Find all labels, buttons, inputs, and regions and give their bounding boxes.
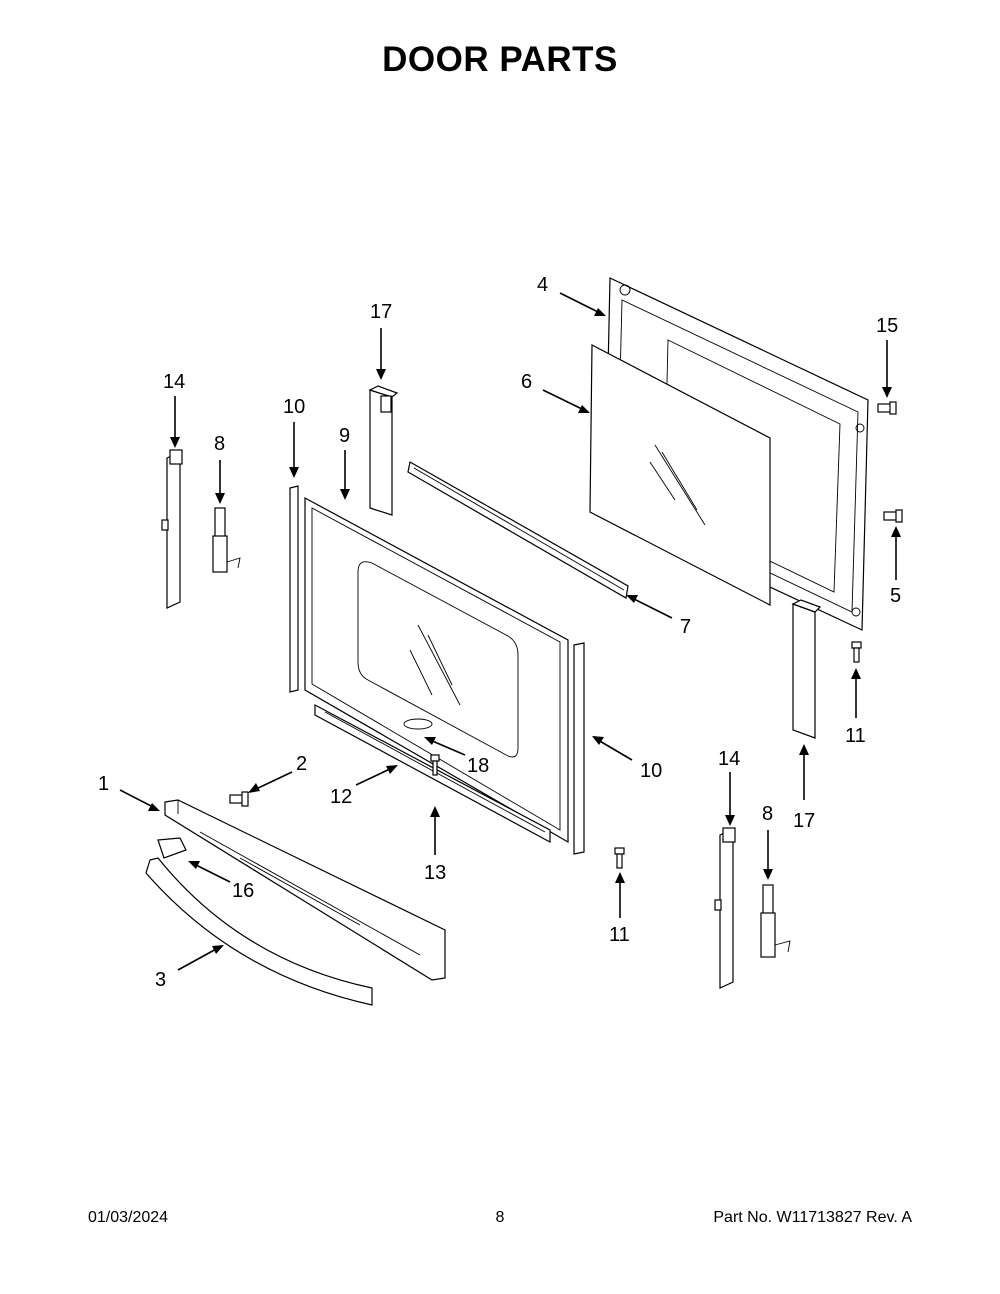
- part-3-handle: [145, 857, 373, 1006]
- part-7-trim-channel: [407, 461, 629, 599]
- callout-9: 9: [339, 425, 350, 447]
- callout-10-right: 10: [640, 760, 662, 782]
- callout-4: 4: [537, 274, 548, 296]
- leader-arrows: [119, 292, 901, 971]
- callout-14-left: 14: [163, 371, 185, 393]
- callout-17-right: 17: [793, 810, 815, 832]
- part-9-outer-door-panel: [304, 496, 569, 844]
- part-8-hinge-right: [760, 884, 791, 958]
- callout-10-left: 10: [283, 396, 305, 418]
- callout-16: 16: [232, 880, 254, 902]
- part-10-side-trim-right: [573, 642, 585, 855]
- callout-5: 5: [890, 585, 901, 607]
- callout-1: 1: [98, 773, 109, 795]
- callout-6: 6: [521, 371, 532, 393]
- callout-15: 15: [876, 315, 898, 337]
- part-17-insulation-right: [791, 599, 822, 739]
- callout-3: 3: [155, 969, 166, 991]
- callout-11-left: 11: [609, 924, 630, 946]
- callout-12: 12: [330, 786, 352, 808]
- part-6-glass: [589, 344, 771, 606]
- part-8-hinge-left: [212, 507, 241, 573]
- callout-11-right: 11: [845, 725, 866, 747]
- callout-13: 13: [424, 862, 446, 884]
- callout-labels: 1 2 3 4 5 6 7 8 8 9 10 10 11 11 12 13 14…: [98, 274, 901, 991]
- part-10-side-trim-left: [289, 485, 299, 693]
- part-1-handle-support: [164, 799, 446, 981]
- callout-2: 2: [296, 753, 307, 775]
- footer-date: 01/03/2024: [88, 1209, 169, 1226]
- part-11-screw-right: [851, 641, 862, 663]
- part-17-insulation-left: [368, 385, 399, 516]
- part-5-screw: [883, 509, 903, 523]
- part-13-screw: [430, 754, 440, 776]
- part-14-hinge-receiver-right: [714, 827, 736, 989]
- callout-8-left: 8: [214, 433, 225, 455]
- part-15-screw: [877, 401, 897, 415]
- callout-8-right: 8: [762, 803, 773, 825]
- part-2-screw: [229, 791, 249, 807]
- callout-14-right: 14: [718, 748, 740, 770]
- footer-part-number: Part No. W11713827 Rev. A: [713, 1209, 912, 1226]
- callout-18: 18: [467, 755, 489, 777]
- part-18-badge: [403, 718, 433, 730]
- footer-page-number: 8: [495, 1209, 505, 1226]
- part-16-end-cap: [157, 837, 187, 859]
- callout-7: 7: [680, 616, 691, 638]
- page-title: DOOR PARTS: [382, 40, 618, 79]
- part-14-hinge-receiver-left: [161, 449, 183, 609]
- part-11-screw-left: [614, 847, 625, 869]
- callout-17-left: 17: [370, 301, 392, 323]
